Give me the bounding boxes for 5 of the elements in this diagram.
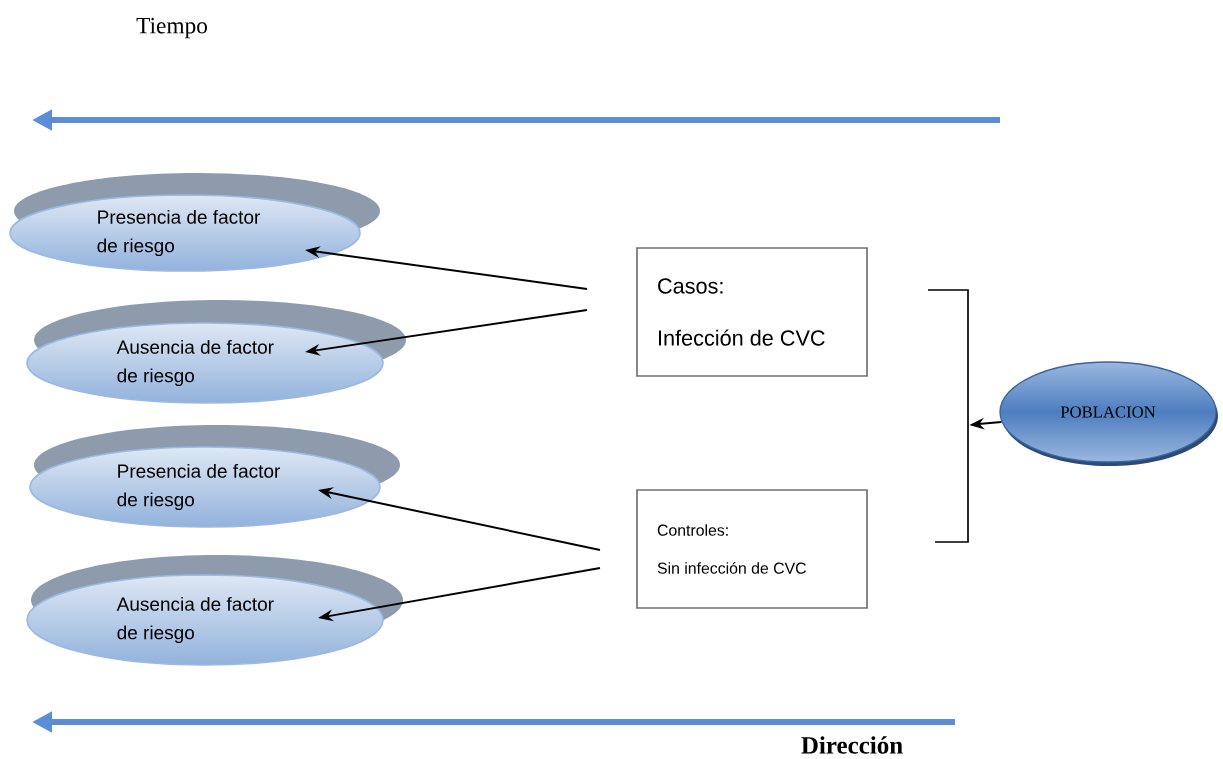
text-box: Casos: Infección de CVC xyxy=(636,247,868,377)
axis-label: Dirección xyxy=(801,736,903,754)
heading: Tiempo xyxy=(136,17,207,39)
bracket xyxy=(927,289,969,543)
text-box: Controles: Sin infección de CVC xyxy=(636,489,868,609)
